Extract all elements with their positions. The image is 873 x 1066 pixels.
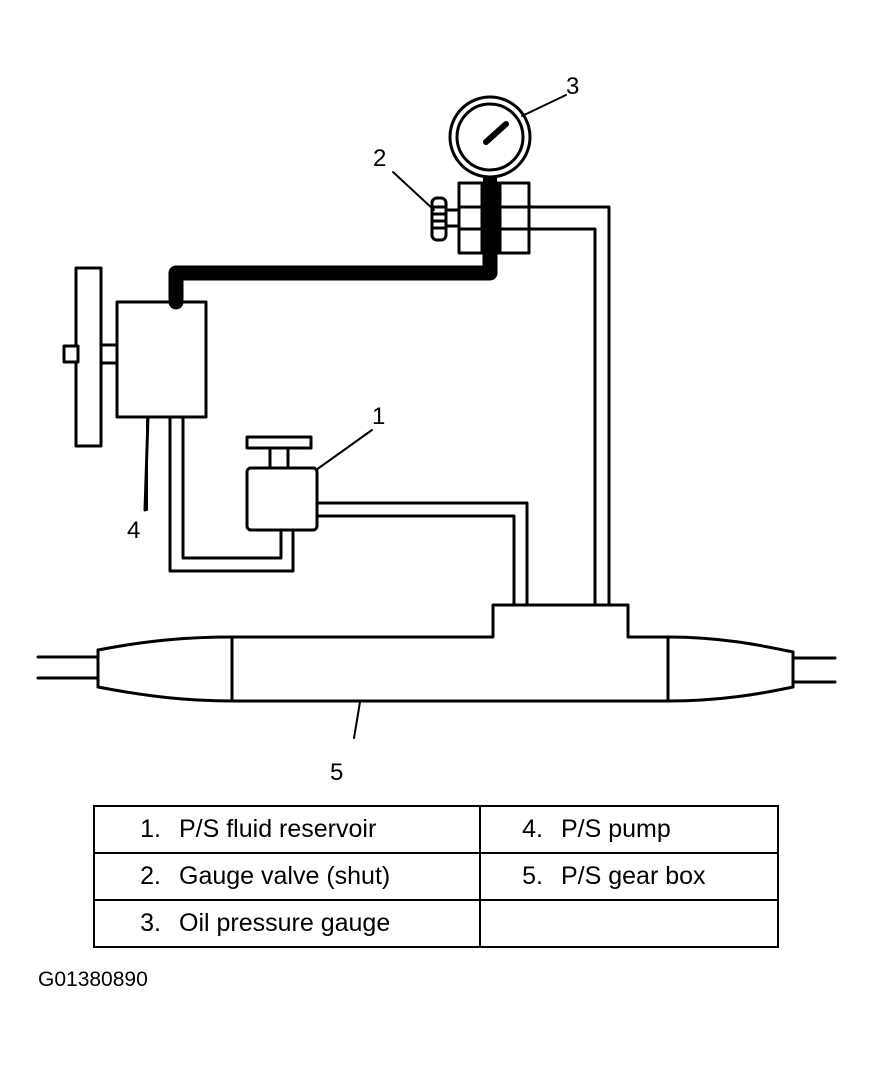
gauge-valve-block bbox=[430, 181, 611, 607]
callout-5: 5 bbox=[330, 759, 343, 786]
legend-number: 2. bbox=[140, 862, 161, 890]
legend-number: 5. bbox=[522, 862, 543, 890]
legend-cell: 2. Gauge valve (shut) bbox=[93, 852, 481, 901]
gear-box bbox=[36, 603, 837, 703]
legend-number: 1. bbox=[140, 815, 161, 843]
pump bbox=[62, 266, 295, 573]
legend-cell: 3. Oil pressure gauge bbox=[93, 899, 481, 948]
legend-number: 4. bbox=[522, 815, 543, 843]
legend-table: 1. P/S fluid reservoir 4. P/S pump 2. Gauge… bbox=[93, 805, 779, 948]
legend-cell-empty bbox=[479, 899, 779, 948]
legend-label: Oil pressure gauge bbox=[179, 909, 391, 937]
legend-row: 1. P/S fluid reservoir 4. P/S pump bbox=[93, 805, 779, 854]
callout-4: 4 bbox=[127, 517, 140, 544]
legend-cell: 4. P/S pump bbox=[479, 805, 779, 854]
legend-label: P/S pump bbox=[561, 815, 671, 843]
legend-row: 3. Oil pressure gauge bbox=[93, 899, 779, 948]
callout-1: 1 bbox=[372, 403, 385, 430]
power-steering-diagram: 1 2 3 4 5 bbox=[36, 73, 837, 786]
callout-2: 2 bbox=[373, 145, 386, 172]
legend-cell: 5. P/S gear box bbox=[479, 852, 779, 901]
callout-3: 3 bbox=[566, 73, 579, 100]
legend-label: Gauge valve (shut) bbox=[179, 862, 391, 890]
fluid-reservoir bbox=[245, 435, 529, 607]
legend-row: 2. Gauge valve (shut) 5. P/S gear box bbox=[93, 852, 779, 901]
legend-label: P/S fluid reservoir bbox=[179, 815, 377, 843]
leader-lines bbox=[146, 94, 567, 739]
oil-pressure-gauge bbox=[448, 95, 532, 192]
legend-label: P/S gear box bbox=[561, 862, 706, 890]
legend-number: 3. bbox=[140, 909, 161, 937]
legend-cell: 1. P/S fluid reservoir bbox=[93, 805, 481, 854]
figure-id: G01380890 bbox=[38, 968, 148, 991]
